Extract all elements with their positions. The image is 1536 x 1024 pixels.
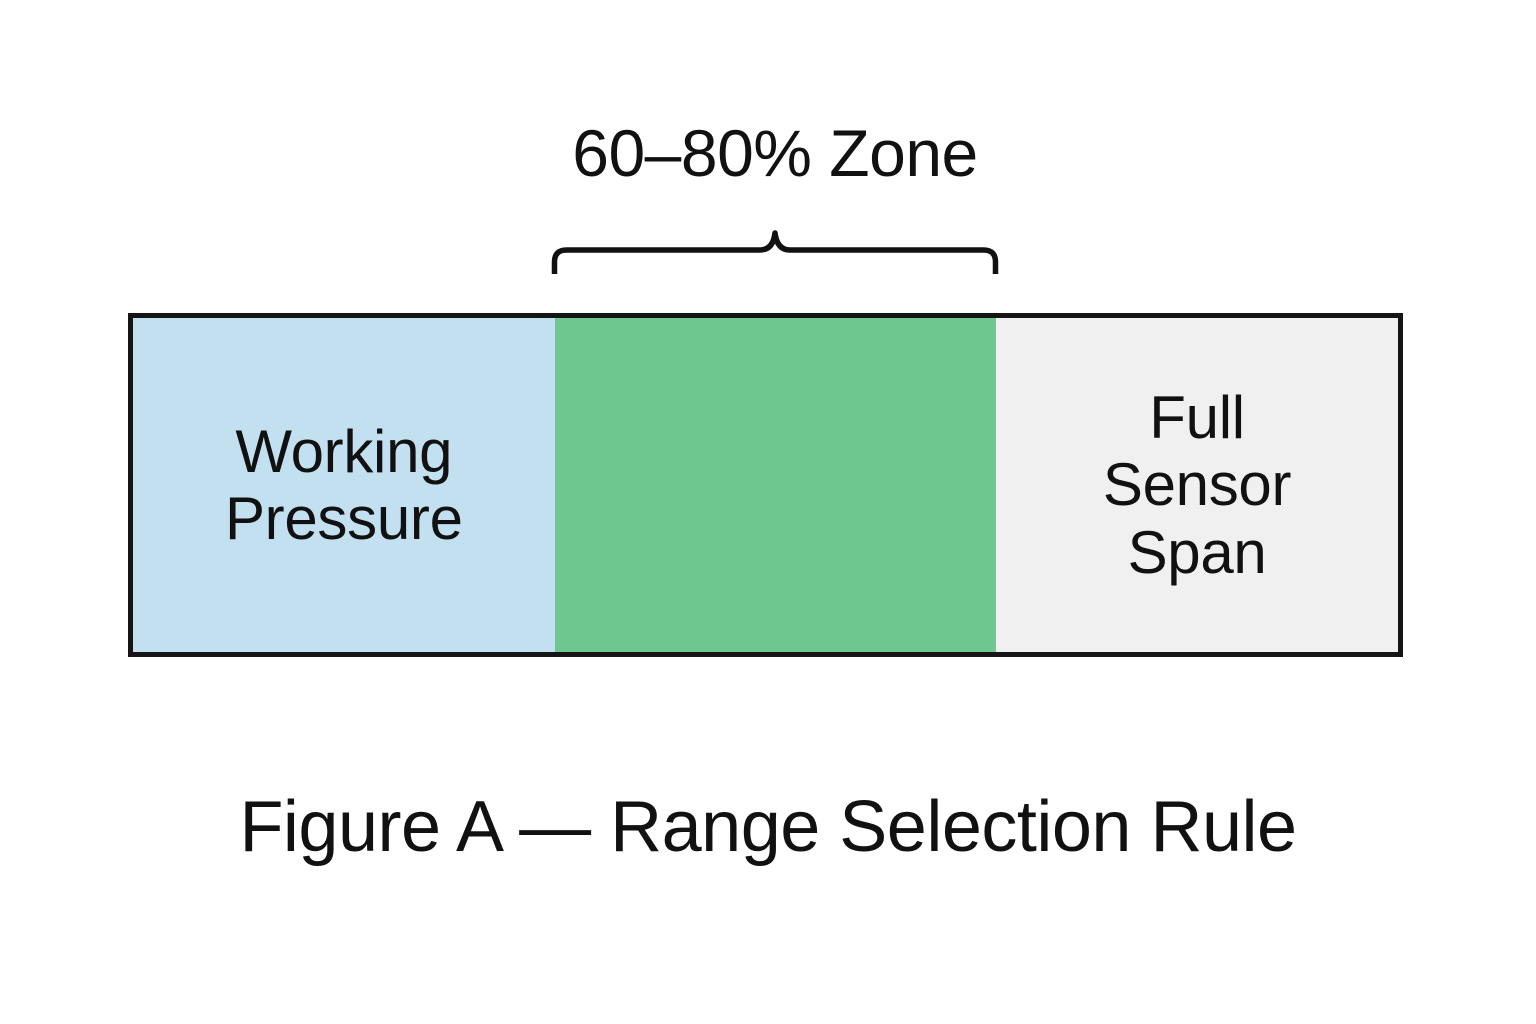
bar-segment-working-pressure-label: Working Pressure: [224, 417, 463, 552]
bar-segment-full-sensor-span[interactable]: Full Sensor Span: [996, 318, 1398, 652]
bar-segment-recommended-zone[interactable]: [554, 318, 997, 652]
zone-label: 60–80% Zone: [572, 116, 978, 190]
figure-caption: Figure A — Range Selection Rule: [239, 787, 1297, 867]
curly-brace-down-icon: [551, 226, 999, 280]
zone-annotation: 60–80% Zone: [551, 116, 999, 285]
range-bar: Working Pressure Full Sensor Span: [128, 313, 1403, 657]
bar-segment-full-sensor-span-label: Full Sensor Span: [1102, 384, 1292, 586]
bar-segment-working-pressure[interactable]: Working Pressure: [133, 318, 555, 652]
